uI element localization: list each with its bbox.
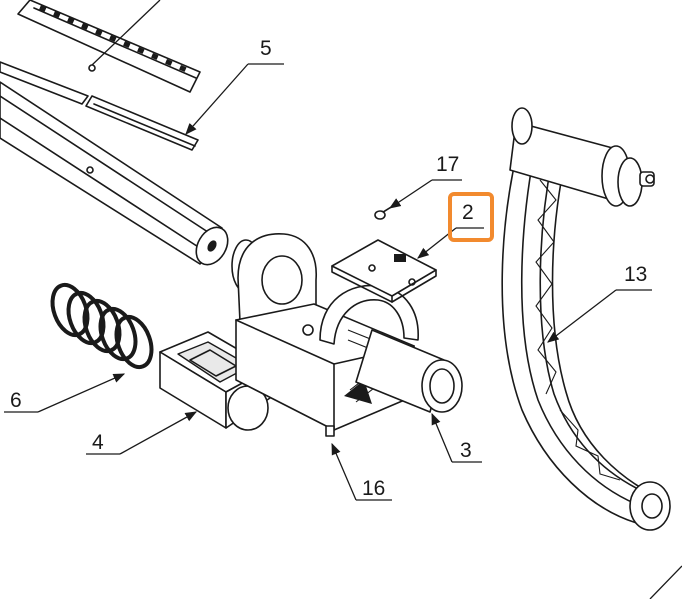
callout-3: 3 (460, 439, 472, 462)
curved-arm-part-13 (501, 107, 671, 531)
callout-13: 13 (624, 263, 648, 286)
callout-5: 5 (260, 37, 272, 60)
toothed-rail-part (17, 0, 201, 93)
flat-strip-part-5 (0, 61, 199, 151)
callout-2: 2 (462, 201, 474, 224)
callout-17: 17 (436, 153, 460, 176)
callout-16: 16 (362, 477, 386, 500)
circuit-board-part-2 (331, 239, 437, 303)
callout-6: 6 (10, 389, 22, 412)
highlight-box (448, 192, 494, 242)
long-tube-part (0, 81, 229, 266)
main-housing-part-16 (231, 233, 463, 437)
spring-part-6 (50, 282, 154, 370)
callout-4: 4 (92, 431, 104, 454)
